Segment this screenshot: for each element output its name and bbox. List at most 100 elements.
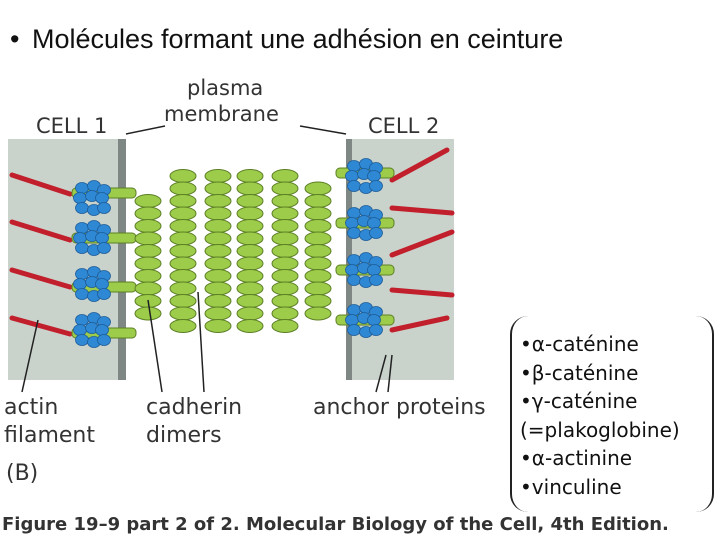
anchor-protein [73,192,87,204]
anchor-protein [345,170,359,182]
legend-list: •α-caténine•β-caténine•γ-caténine(=plako… [520,330,680,501]
anchor-protein [75,242,89,254]
leader-line [299,125,347,135]
anchor-protein [347,227,361,239]
cadherin-domain [134,256,162,271]
cadherin-domain [204,244,232,258]
cadherin-domain [304,281,332,296]
cadherin-domain [271,269,299,283]
cadherin-domain [134,244,162,258]
cadherin-domain [304,256,332,271]
cadherin-dimers [134,169,332,333]
anchor-protein [367,170,381,182]
actin-filament [389,287,455,298]
anchor-protein [95,278,109,290]
actin-filament [389,229,455,258]
cadherin-domain [304,219,332,233]
anchor-protein [75,334,89,346]
cadherin-domain [134,281,162,296]
legend-item: •β-caténine [520,360,639,385]
slide-title: •Molécules formant une adhésion en ceint… [10,24,563,55]
anchor-protein [73,324,87,336]
legend-item: •γ-caténine [520,389,638,413]
legend-item: •α-caténine [520,332,639,356]
cadherin-domain [134,269,162,283]
actin-filament [9,219,73,243]
cadherin-domain [236,269,264,283]
cadherin-domain [169,169,197,183]
filament-label: filament [4,423,95,448]
anchor-protein [345,314,359,326]
title-bullet: • [10,24,20,54]
cadherin-domain [271,219,299,233]
cell1-membrane [118,139,126,380]
cadherin-domain [204,306,232,321]
cadherin-domain [169,206,197,221]
cadherin-label: cadherin [146,395,243,420]
cadherin-domain [236,169,264,183]
anchor-protein [367,217,381,229]
actin-filament [9,315,73,337]
cadherin-domain [169,194,197,208]
cadherin-domain [304,181,332,196]
plasma-label: plasma [187,76,264,100]
anchor-protein [73,232,87,244]
anchor-protein [369,324,383,336]
cadherin-domain [169,219,197,233]
cadherin-domain [134,194,162,208]
anchor-protein [347,324,361,336]
anchor-protein [97,242,111,254]
cadherin-domain [204,194,232,208]
actin-filament [389,315,450,333]
cadherin-domain [134,306,162,321]
anchor-protein [347,160,361,172]
anchor-protein [367,314,381,326]
actin-label: actin [4,395,59,420]
cadherin-domain [271,244,299,258]
membrane-label: membrane [164,102,279,126]
cadherin-domain [271,256,299,271]
anchor-protein [75,222,89,234]
anchor-protein [95,192,109,204]
cadherin-domain [236,256,264,271]
anchor-protein [75,202,89,214]
cadherin-domain [204,169,232,183]
cadherin-domain [204,219,232,233]
leader-line [21,319,39,393]
cadherin-domain [169,181,197,196]
cadherin-domain [304,194,332,208]
anchor-protein [75,182,89,194]
anchor-protein [97,202,111,214]
cadherin-domain [134,231,162,246]
cadherin-domain [304,294,332,308]
catenin-legend: •α-caténine•β-caténine•γ-caténine(=plako… [510,316,714,512]
cadherin-domain [204,231,232,246]
actin-filament [9,267,73,290]
leader-line [197,291,205,393]
leader-line [375,354,387,393]
anchor-protein [347,207,361,219]
cadherin-domain [271,319,299,333]
anchor-protein [345,217,359,229]
anchor-protein [369,180,383,192]
cadherin-domain [169,281,197,296]
cadherin-domain [236,294,264,308]
cadherin-domain [271,294,299,308]
actin-filaments [9,147,455,337]
anchor-protein [95,232,109,244]
cadherin-domain [271,306,299,321]
cadherin-domain [304,269,332,283]
anchor-protein [73,278,87,290]
anchor-protein [75,288,89,300]
anchor-proteins-label: anchor proteins [313,395,486,420]
anchor-protein [369,274,383,286]
actin-filament [9,172,73,197]
cell2-label: CELL 2 [368,114,440,138]
cadherin-domain [169,319,197,333]
cadherin-domain [271,231,299,246]
anchor-protein [347,180,361,192]
cadherin-domain [271,169,299,183]
panel-label: (B) [6,461,39,486]
anchor-protein [95,324,109,336]
